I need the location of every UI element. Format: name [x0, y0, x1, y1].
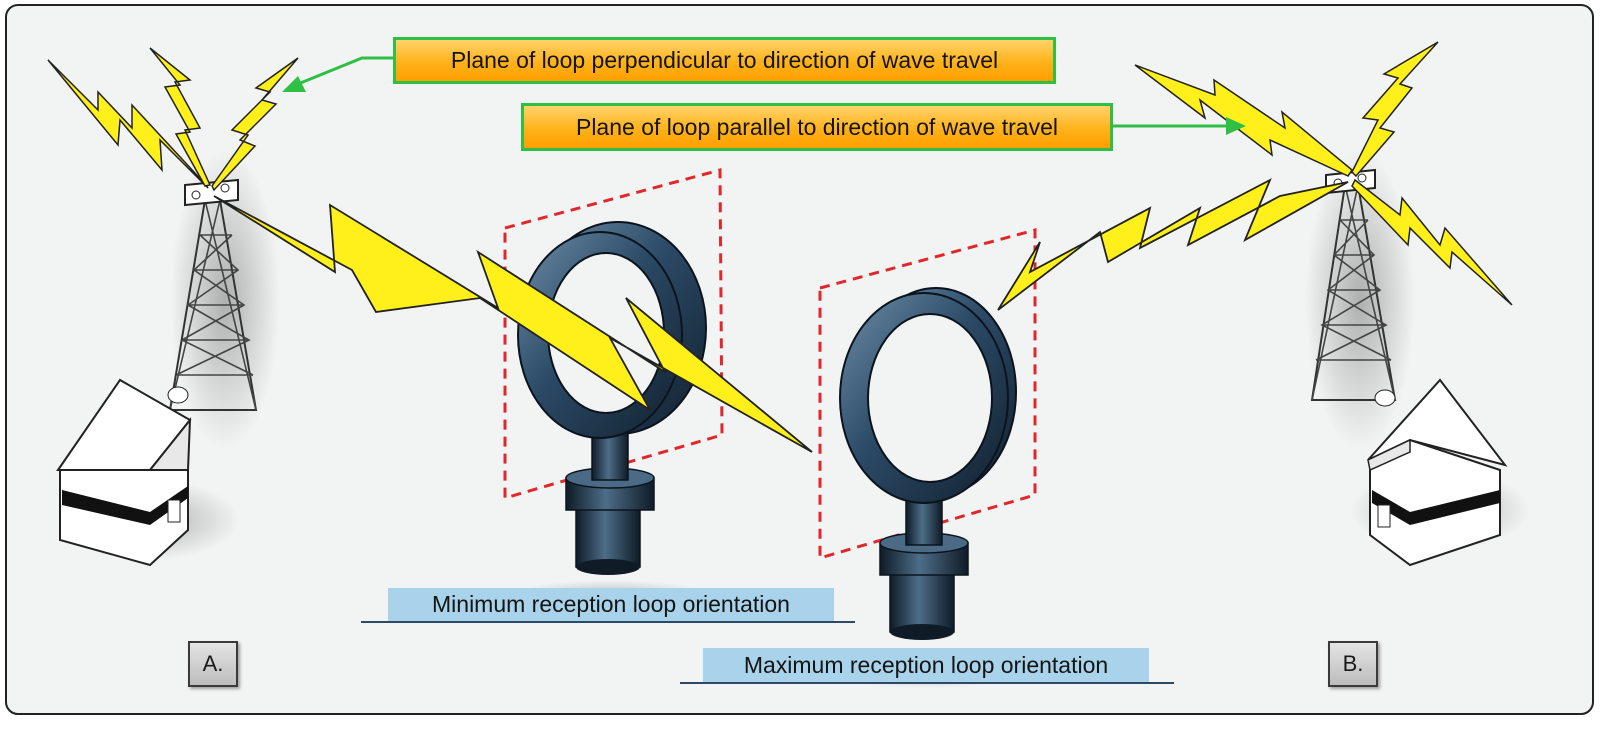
radio-tower-left-icon [170, 150, 280, 450]
panel-label-b: B. [1328, 641, 1378, 687]
caption-maximum-underline [680, 682, 1174, 684]
caption-minimum-text: Minimum reception loop orientation [432, 591, 790, 618]
callout-parallel-text: Plane of loop parallel to direction of w… [576, 114, 1058, 141]
panel-label-a: A. [188, 641, 238, 687]
callout-perpendicular-text: Plane of loop perpendicular to direction… [451, 47, 998, 74]
caption-minimum: Minimum reception loop orientation [388, 588, 834, 621]
panel-label-b-text: B. [1343, 651, 1364, 677]
panel-label-a-text: A. [203, 651, 224, 677]
caption-minimum-underline [361, 621, 855, 623]
callout-perpendicular: Plane of loop perpendicular to direction… [393, 37, 1056, 84]
caption-maximum: Maximum reception loop orientation [703, 648, 1149, 682]
callout-parallel: Plane of loop parallel to direction of w… [521, 103, 1113, 151]
caption-maximum-text: Maximum reception loop orientation [744, 652, 1108, 679]
